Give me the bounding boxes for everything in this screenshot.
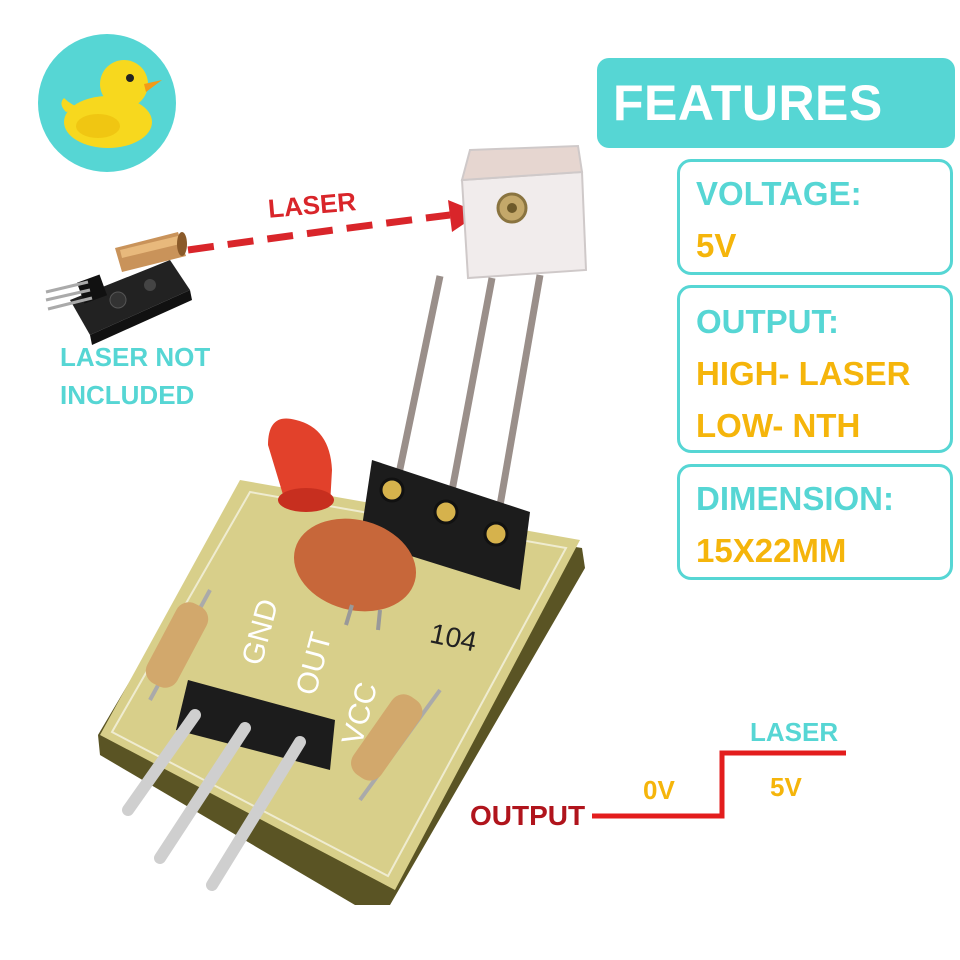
output-signal-line <box>592 750 846 819</box>
sensor-socket <box>360 460 530 590</box>
dimension-value: 15X22MM <box>696 532 847 569</box>
ceramic-capacitor <box>293 518 417 631</box>
features-title: FEATURES <box>613 75 883 131</box>
low-voltage-label: 0V <box>643 775 675 805</box>
output-low-value: LOW- NTH <box>696 407 861 444</box>
laser-note-line-2: INCLUDED <box>60 380 195 410</box>
resistor-left <box>145 589 212 701</box>
high-voltage-label: 5V <box>770 772 802 802</box>
duck-icon <box>61 60 162 148</box>
laser-module-image <box>45 232 192 345</box>
dimension-box: DIMENSION: 15X22MM <box>677 464 953 580</box>
output-high-value: HIGH- LASER <box>696 355 911 392</box>
logo <box>38 34 176 172</box>
output-label: OUTPUT: <box>696 303 839 340</box>
voltage-label: VOLTAGE: <box>696 175 862 212</box>
resistor-right <box>351 688 442 802</box>
laser-receiver-sensor <box>392 144 588 541</box>
output-box: OUTPUT: HIGH- LASER LOW- NTH <box>677 285 953 453</box>
features-header: FEATURES <box>597 58 955 148</box>
laser-note-line-1: LASER NOT <box>60 342 211 372</box>
output-pin-header <box>122 680 335 891</box>
output-label: OUTPUT <box>470 800 586 831</box>
laser-note: LASER NOT INCLUDED <box>60 338 210 414</box>
voltage-box: VOLTAGE: 5V <box>677 159 953 275</box>
red-led <box>268 418 334 512</box>
voltage-value: 5V <box>696 227 737 264</box>
laser-state-label: LASER <box>750 717 839 747</box>
dimension-label: DIMENSION: <box>696 480 894 517</box>
